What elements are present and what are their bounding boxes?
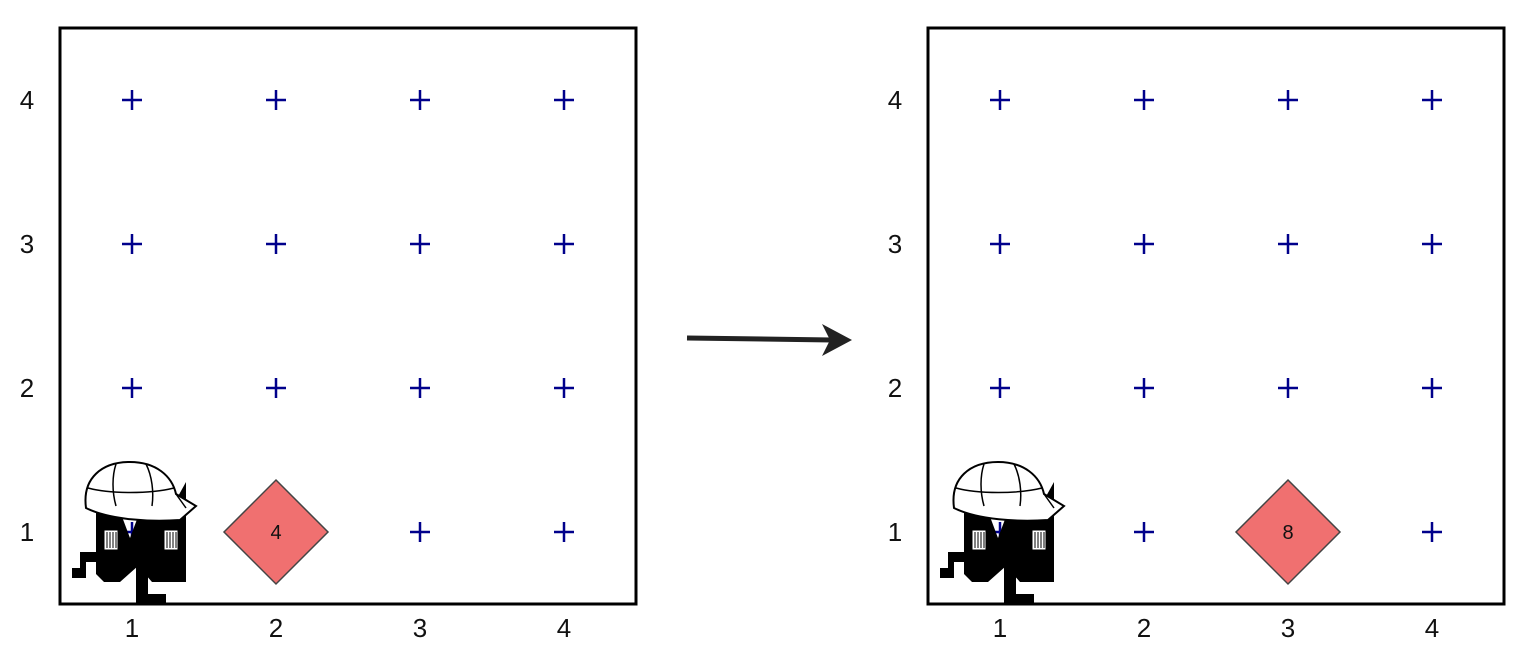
world-frame bbox=[58, 26, 638, 606]
plus-icon bbox=[1422, 90, 1442, 110]
plus-icon bbox=[990, 378, 1010, 398]
diamond-beeper-icon: 4 bbox=[222, 478, 330, 586]
robot-hat-seam bbox=[112, 463, 117, 507]
x-tick-label: 3 bbox=[413, 613, 427, 643]
robot-hat-brim bbox=[1043, 493, 1055, 509]
world-before: 1 2 3 4 1 2 3 4 4 bbox=[20, 26, 638, 643]
plus-icon bbox=[1278, 234, 1298, 254]
plus-icon bbox=[266, 378, 286, 398]
plus-icon bbox=[1422, 234, 1442, 254]
x-tick-label: 3 bbox=[1281, 613, 1295, 643]
plus-icon bbox=[122, 90, 142, 110]
plus-icon bbox=[554, 90, 574, 110]
diamond-beeper-icon: 8 bbox=[1234, 478, 1342, 586]
plus-icon bbox=[1422, 378, 1442, 398]
y-tick-label: 1 bbox=[888, 517, 902, 547]
robot-hat-seam bbox=[87, 487, 175, 494]
world-frame bbox=[926, 26, 1506, 606]
plus-icon bbox=[266, 90, 286, 110]
karel-robot-icon bbox=[940, 460, 1066, 604]
x-tick-label: 2 bbox=[269, 613, 283, 643]
y-tick-label: 4 bbox=[888, 85, 902, 115]
beeper-shape bbox=[1234, 478, 1342, 586]
x-tick-label: 4 bbox=[557, 613, 571, 643]
plus-icon bbox=[1422, 522, 1442, 542]
robot-left-foot bbox=[940, 552, 968, 578]
plus-icon bbox=[1134, 378, 1154, 398]
beeper-count: 8 bbox=[1282, 522, 1293, 544]
plus-icon bbox=[410, 90, 430, 110]
plus-icon bbox=[554, 234, 574, 254]
y-tick-label: 4 bbox=[20, 85, 34, 115]
x-tick-label: 2 bbox=[1137, 613, 1151, 643]
plus-icon bbox=[410, 378, 430, 398]
robot-right-foot bbox=[1004, 560, 1034, 604]
karel-robot-icon bbox=[72, 460, 198, 604]
plus-icon bbox=[122, 378, 142, 398]
robot-hat-seam bbox=[1013, 463, 1022, 507]
robot-hat-brim bbox=[175, 493, 187, 509]
plus-icon bbox=[990, 90, 1010, 110]
plus-icon bbox=[554, 522, 574, 542]
robot-hat-seam bbox=[955, 487, 1043, 494]
beeper-count: 4 bbox=[270, 522, 281, 544]
plus-icon bbox=[554, 378, 574, 398]
plus-icon bbox=[266, 234, 286, 254]
y-tick-label: 2 bbox=[20, 373, 34, 403]
robot-right-foot bbox=[136, 560, 166, 604]
world-after: 1 2 3 4 1 2 3 4 8 bbox=[888, 26, 1506, 643]
plus-icon bbox=[1134, 522, 1154, 542]
y-tick-label: 3 bbox=[888, 229, 902, 259]
plus-icon bbox=[1134, 90, 1154, 110]
plus-icon bbox=[1134, 234, 1154, 254]
y-tick-label: 3 bbox=[20, 229, 34, 259]
y-tick-label: 2 bbox=[888, 373, 902, 403]
robot-hat-seam bbox=[980, 463, 985, 507]
transition-arrow bbox=[686, 324, 852, 356]
robot-hat-seam bbox=[145, 463, 154, 507]
arrow-head bbox=[822, 324, 852, 356]
y-tick-label: 1 bbox=[20, 517, 34, 547]
x-tick-label: 1 bbox=[125, 613, 139, 643]
x-tick-label: 1 bbox=[993, 613, 1007, 643]
plus-icon bbox=[1278, 378, 1298, 398]
plus-icon bbox=[990, 234, 1010, 254]
plus-icon bbox=[1278, 90, 1298, 110]
plus-icon bbox=[410, 234, 430, 254]
x-tick-label: 4 bbox=[1425, 613, 1439, 643]
plus-icon bbox=[410, 522, 430, 542]
robot-left-foot bbox=[72, 552, 100, 578]
arrow-right-icon bbox=[686, 335, 833, 343]
plus-icon bbox=[122, 234, 142, 254]
beeper-shape bbox=[222, 478, 330, 586]
